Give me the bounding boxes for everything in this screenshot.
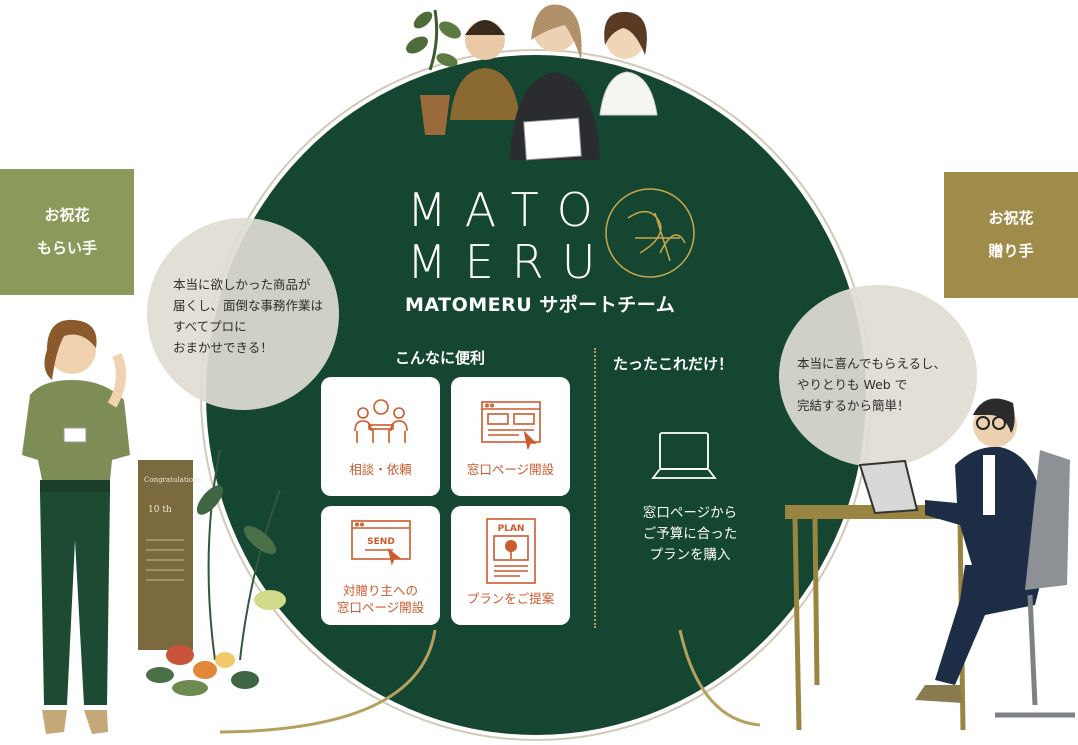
brand-emblem-icon — [605, 188, 695, 278]
sender-bubble-line3: 完結するから簡単！ — [797, 398, 910, 413]
purchase-line1: 窓口ページから — [642, 505, 738, 521]
sender-bubble-line1: 本当に喜んでもらえるし、 — [797, 356, 947, 371]
receiver-bubble-line1: 本当に欲しかった商品が — [173, 277, 311, 292]
card-sender-page: SEND 対贈り主への 窓口ページ開設 — [321, 506, 440, 625]
logo-line1: MATO — [407, 183, 611, 237]
send-icon: SEND — [350, 520, 411, 566]
sender-tag-line2: 贈り手 — [988, 242, 1034, 260]
receiver-bubble-text: 本当に欲しかった商品が 届くし、面倒な事務作業は すべてプロに おまかせできる！ — [173, 274, 323, 358]
card-sender-page-label: 対贈り主への 窓口ページ開設 — [321, 582, 440, 616]
svg-text:10 th: 10 th — [148, 505, 172, 515]
receiver-bubble-line3: すべてプロに — [173, 319, 247, 334]
meeting-icon — [353, 399, 408, 443]
svg-text:Congratulations: Congratulations — [144, 476, 202, 484]
receiver-bubble-line2: 届くし、面倒な事務作業は — [173, 298, 324, 313]
card-consult-label: 相談・依頼 — [349, 462, 412, 477]
webpage-icon — [480, 401, 541, 449]
sender-bubble-line2: やりとりも Web で — [797, 377, 908, 392]
send-icon-text: SEND — [367, 537, 395, 547]
purchase-line3: プランを購入 — [649, 547, 731, 563]
flow-connector-lines — [220, 629, 760, 734]
purchase-line2: ご予算に合った — [642, 526, 738, 542]
card-plan-proposal: PLAN プランをご提案 — [451, 506, 570, 625]
card-sender-page-label-line2: 窓口ページ開設 — [336, 600, 425, 615]
receiver-tag-line2: もらい手 — [36, 239, 97, 257]
sender-tag-line1: お祝花 — [988, 209, 1034, 227]
support-staff-illustration — [406, 4, 658, 161]
column-divider — [594, 348, 596, 628]
brand-logo: MATO MERU — [407, 184, 613, 288]
laptop-icon — [651, 432, 717, 479]
card-consult: 相談・依頼 — [321, 377, 440, 496]
plan-icon-text: PLAN — [497, 524, 524, 534]
sender-speech-bubble: 本当に喜んでもらえるし、 やりとりも Web で 完結するから簡単！ — [779, 285, 977, 467]
logo-line2: MERU — [407, 235, 614, 289]
sender-bubble-text: 本当に喜んでもらえるし、 やりとりも Web で 完結するから簡単！ — [797, 353, 946, 416]
team-title: MATOMERU サポートチーム — [405, 294, 676, 316]
simple-heading: たったこれだけ！ — [613, 355, 734, 373]
receiver-bubble-line4: おまかせできる！ — [173, 340, 273, 355]
flower-stand-illustration: Congratulations 10 th — [138, 449, 286, 696]
sender-tag: お祝花 贈り手 — [944, 172, 1078, 298]
convenience-heading: こんなに便利 — [395, 349, 486, 367]
receiver-tag-line1: お祝花 — [44, 206, 90, 224]
receiver-tag: お祝花 もらい手 — [0, 169, 134, 295]
sender-man-illustration — [785, 398, 1075, 731]
plan-icon: PLAN — [485, 518, 536, 584]
card-page-setup: 窓口ページ開設 — [451, 377, 570, 496]
receiver-speech-bubble: 本当に欲しかった商品が 届くし、面倒な事務作業は すべてプロに おまかせできる！ — [147, 218, 339, 410]
card-page-setup-label: 窓口ページ開設 — [466, 462, 555, 477]
receiver-woman-illustration — [22, 319, 130, 734]
card-plan-proposal-label: プランをご提案 — [466, 591, 555, 606]
card-sender-page-label-line1: 対贈り主への — [342, 583, 418, 598]
purchase-steps-text: 窓口ページから ご予算に合った プランを購入 — [620, 503, 760, 566]
